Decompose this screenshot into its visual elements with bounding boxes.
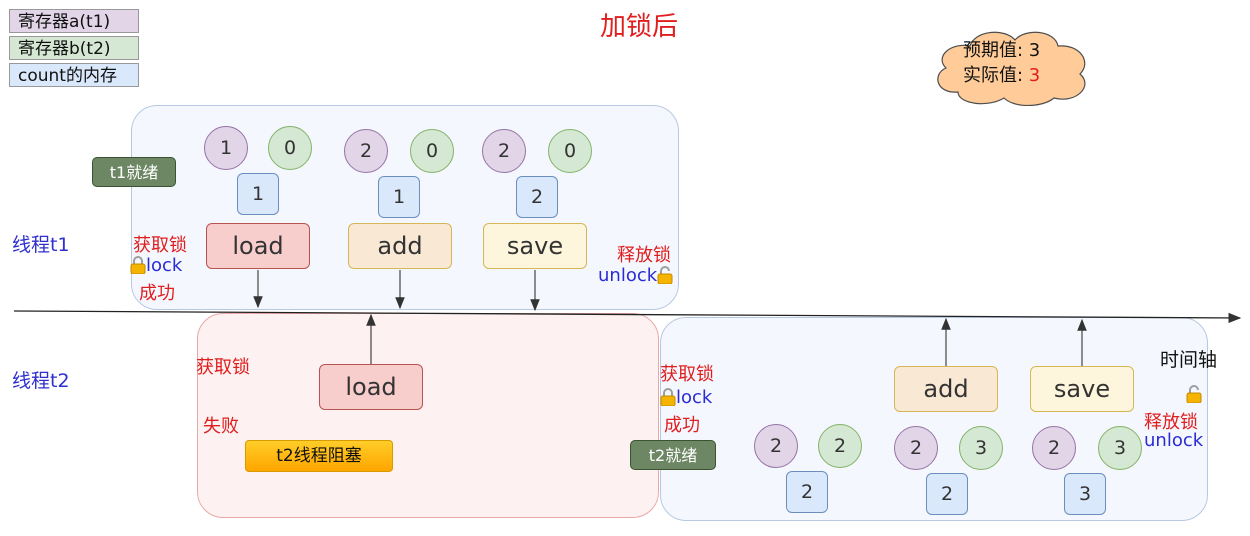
unlock-icon [1186,385,1202,403]
t2-step1-reg-b: 2 [818,424,862,468]
actual-label: 实际值: [963,65,1029,86]
t1-save-op: save [483,223,587,269]
t1-step1-reg-b: 0 [268,126,312,170]
t1-step2-reg-a: 2 [344,129,388,173]
t1-step3-reg-b: 0 [548,129,592,173]
diagram-title: 加锁后 [600,12,679,42]
t2-step1-mem: 2 [786,471,828,513]
t1-step3-mem: 2 [516,176,558,218]
t2-step2-reg-b: 3 [959,426,1003,470]
t1-release-text: 释放锁 [617,245,671,266]
t2-lock-row: lock [660,387,712,408]
t1-unlock-word: unlock [598,265,658,286]
thread-t2-label: 线程t2 [12,370,70,392]
cloud-shape [937,31,1086,106]
t1-acquire-text: 获取锁 [133,235,187,256]
t1-lock-word: lock [146,255,183,276]
t2-blocked-load-op: load [319,364,423,410]
t1-step2-mem: 1 [378,176,420,218]
legend-register-a: 寄存器a(t1) [9,9,139,33]
t2-step2-mem: 2 [926,473,968,515]
t1-load-op: load [206,223,310,269]
t2-acquire-text: 获取锁 [196,357,250,378]
t2-fail-text: 失败 [203,416,239,437]
t2-step1-reg-a: 2 [754,424,798,468]
expected-row: 预期值: 3 [963,38,1040,63]
t1-unlock-row: unlock [598,265,673,286]
actual-value: 3 [1028,65,1041,86]
t2-acquire-success-text: 获取锁 [660,364,714,385]
t2-success-text: 成功 [664,415,700,436]
t2-step3-mem: 3 [1064,473,1106,515]
actual-row: 实际值: 3 [963,63,1040,88]
thread-t1-label: 线程t1 [12,234,70,256]
t1-step2-reg-b: 0 [410,129,454,173]
t2-blocked-tag: t2线程阻塞 [245,440,393,472]
t2-ready-tag: t2就绪 [630,440,716,470]
t2-lock-word: lock [676,387,713,408]
t1-success-text: 成功 [139,283,175,304]
cloud-text: 预期值: 3 实际值: 3 [963,38,1040,88]
t1-add-op: add [348,223,452,269]
expected-label: 预期值: [963,40,1029,61]
t2-step2-reg-a: 2 [894,426,938,470]
t1-step3-reg-a: 2 [482,129,526,173]
t2-unlock-icon-wrap [1186,385,1202,404]
t1-step1-mem: 1 [237,173,279,215]
t2-add-op: add [894,366,998,412]
legend-register-b: 寄存器b(t2) [9,36,139,60]
t2-unlock-word: unlock [1144,430,1204,451]
t1-ready-tag: t1就绪 [92,157,176,187]
t2-release-text: 释放锁 [1144,412,1198,433]
timeline-label: 时间轴 [1160,349,1218,371]
t2-save-op: save [1030,366,1134,412]
expected-value: 3 [1028,40,1041,61]
lock-icon [660,388,676,406]
t2-blocked-panel [197,313,659,518]
legend-count-memory: count的内存 [9,63,139,87]
timeline-arrow [13,310,1242,324]
t2-step3-reg-b: 3 [1098,426,1142,470]
t1-lock-row: lock [130,255,182,276]
unlock-icon [657,266,673,284]
t1-step1-reg-a: 1 [204,126,248,170]
t2-step3-reg-a: 2 [1032,426,1076,470]
lock-icon [130,256,146,274]
